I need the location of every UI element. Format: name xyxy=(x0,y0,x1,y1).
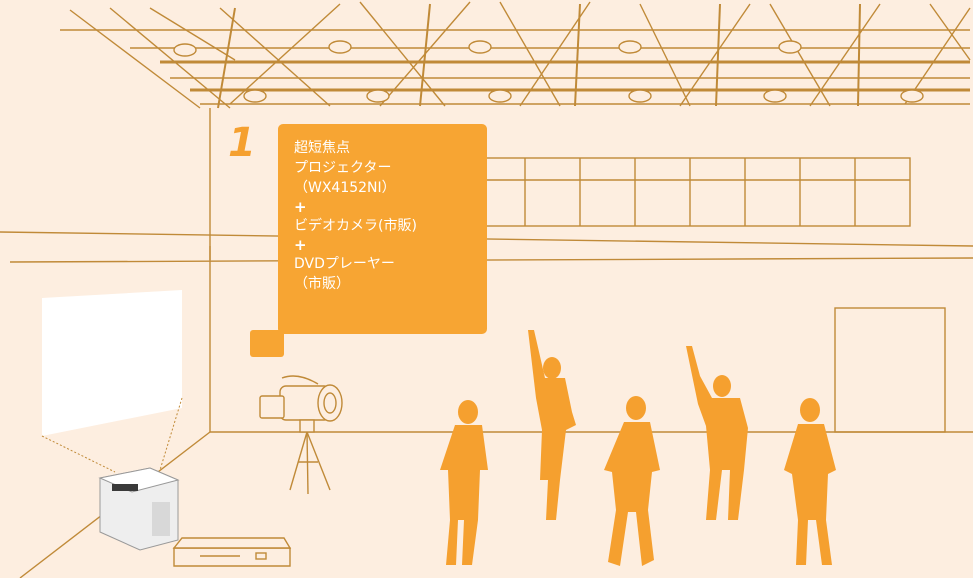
projection-screen-icon xyxy=(41,290,183,473)
callout-line: 超短焦点 xyxy=(294,140,350,156)
dvd-player-icon xyxy=(172,537,292,567)
callout-line: DVDプレーヤー xyxy=(294,256,395,272)
windows xyxy=(469,157,911,227)
plus-sign: + xyxy=(294,198,307,216)
step-number: 1 xyxy=(228,120,256,166)
room-walls xyxy=(0,108,973,578)
ceiling-light-icon xyxy=(173,40,924,103)
projector-icon xyxy=(98,467,180,551)
ceiling-truss xyxy=(60,1,971,109)
callout-line: （WX4152NI） xyxy=(294,180,396,196)
video-camera-on-tripod-icon xyxy=(259,375,343,495)
equipment-callout: 超短焦点 プロジェクター （WX4152NI） + ビデオカメラ(市販) + D… xyxy=(278,124,487,334)
callout-line: （市販） xyxy=(294,276,350,292)
callout-line: ビデオカメラ(市販) xyxy=(294,218,417,234)
door xyxy=(834,307,946,433)
plus-sign: + xyxy=(294,236,307,254)
callout-pointer-tab xyxy=(250,330,284,357)
callout-line: プロジェクター xyxy=(294,160,392,176)
dancer-silhouette-icon xyxy=(440,330,836,566)
